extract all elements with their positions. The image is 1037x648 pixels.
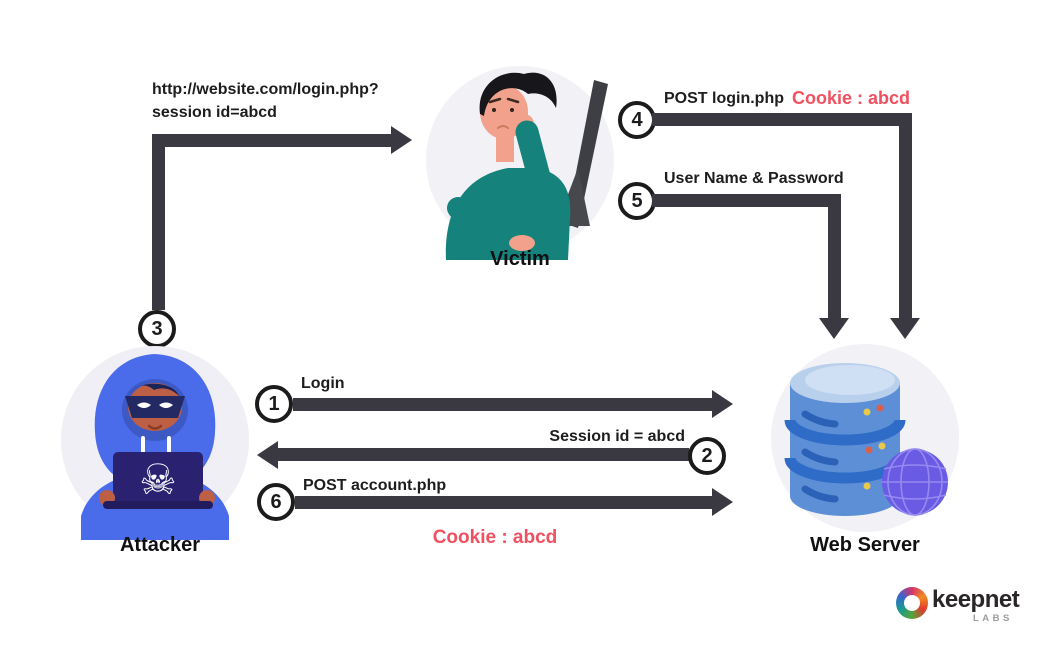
skull-icon: ☠ — [139, 456, 177, 503]
logo-brand-text: keepnet — [932, 586, 1020, 613]
step6-label: POST account.php — [303, 477, 447, 494]
step-4-badge: 4 — [618, 101, 656, 139]
cookie-bottom-label: Cookie : abcd — [432, 527, 558, 548]
attacker-label: Attacker — [119, 534, 201, 556]
arrow-2-head — [257, 441, 278, 469]
victim-label: Victim — [490, 248, 550, 270]
arrow-3-head — [391, 126, 412, 154]
attacker-figure: ☠ — [61, 346, 249, 540]
arrow-5-head — [819, 318, 849, 339]
database-icon — [784, 363, 906, 516]
step2-label: Session id = abcd — [549, 428, 685, 445]
arrow-4-head — [890, 318, 920, 339]
step-2-badge: 2 — [688, 437, 726, 475]
victim-figure — [426, 66, 614, 260]
arrow-6-head — [712, 488, 733, 516]
arrow-4-vertical — [899, 113, 912, 318]
arrow-3-vertical — [152, 134, 165, 310]
arrow-1-head — [712, 390, 733, 418]
arrow-2-shaft — [278, 448, 689, 461]
laptop-icon: ☠ — [99, 452, 215, 509]
arrow-4-horizontal — [652, 113, 912, 126]
step-1-badge: 1 — [255, 385, 293, 423]
step4-label: POST login.php — [664, 90, 784, 107]
victim-person — [445, 72, 571, 260]
step-5-badge: 5 — [618, 182, 656, 220]
globe-icon — [882, 448, 948, 516]
arrow-5-horizontal — [652, 194, 841, 207]
step3-url-line2: session id=abcd — [152, 104, 277, 121]
step5-label: User Name & Password — [664, 170, 844, 187]
step-3-badge: 3 — [138, 310, 176, 348]
web-server-label: Web Server — [810, 534, 920, 556]
arrow-3-horizontal — [152, 134, 391, 147]
step3-url-line1: http://website.com/login.php? — [152, 81, 379, 98]
arrow-6-shaft — [295, 496, 712, 509]
logo-labs-text: LABS — [973, 613, 1013, 624]
logo-aperture-icon — [896, 587, 928, 619]
step4-cookie-label: Cookie : abcd — [792, 88, 911, 108]
step1-label: Login — [301, 375, 345, 392]
step-6-badge: 6 — [257, 483, 295, 521]
web-server-figure — [771, 344, 959, 532]
arrow-5-vertical — [828, 194, 841, 318]
keepnet-logo: keepnet LABS — [896, 585, 1036, 629]
step3-url-label: http://website.com/login.php? session id… — [152, 78, 379, 124]
arrow-1-shaft — [293, 398, 712, 411]
